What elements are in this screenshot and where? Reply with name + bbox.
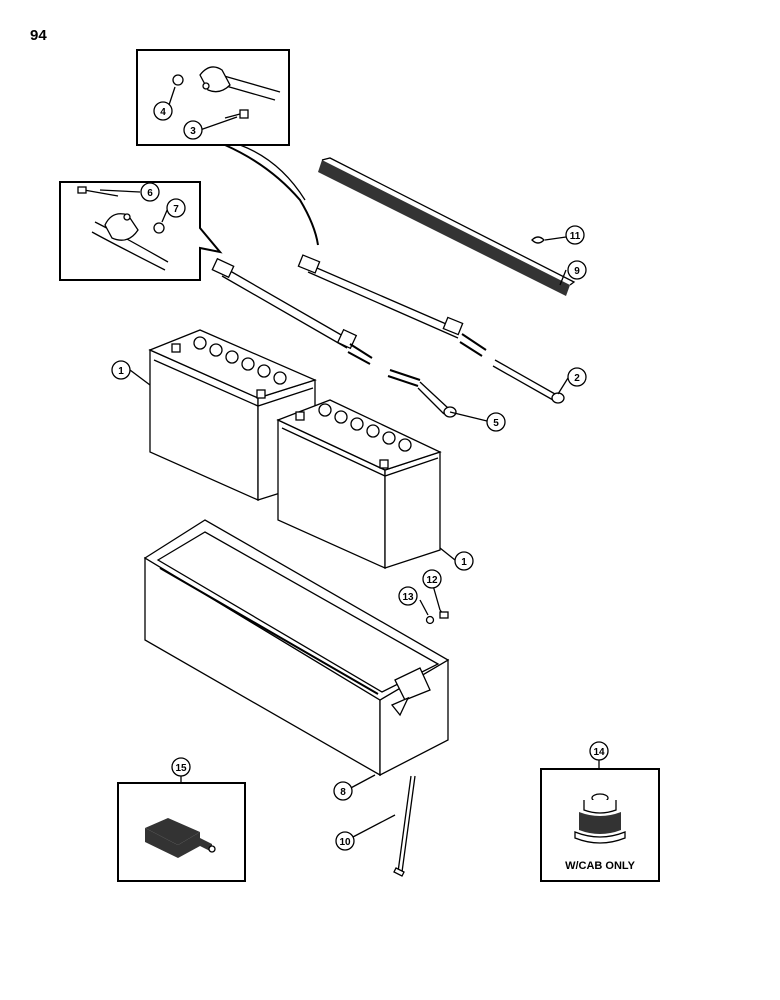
cab-only-label: W/CAB ONLY	[565, 860, 636, 872]
callout-11: 11	[565, 225, 585, 245]
svg-text:15: 15	[175, 763, 187, 774]
callouts: 4 3 6 7 1 2 5 1	[111, 101, 609, 851]
callout-2: 2	[567, 367, 587, 387]
callout-9: 9	[567, 260, 587, 280]
svg-text:2: 2	[574, 373, 580, 384]
callout-13: 13	[398, 586, 418, 606]
callout-15: 15	[171, 757, 191, 777]
svg-text:14: 14	[593, 747, 605, 758]
hold-down-rod	[393, 775, 416, 877]
callout-12: 12	[422, 569, 442, 589]
page-number: 94	[30, 27, 47, 44]
cable-short-2	[492, 359, 565, 404]
svg-text:9: 9	[574, 266, 580, 277]
svg-text:1: 1	[118, 366, 124, 377]
callout-14: 14	[589, 741, 609, 761]
callout-7: 7	[166, 198, 186, 218]
svg-text:3: 3	[190, 126, 196, 137]
wing-nut	[531, 236, 545, 244]
callout-5: 5	[486, 412, 506, 432]
bolt-nut-12-13	[425, 609, 449, 625]
leader-lines	[99, 86, 600, 839]
cable-short-5	[387, 369, 457, 418]
callout-8: 8	[333, 781, 353, 801]
hold-down-strap	[318, 157, 576, 296]
svg-text:7: 7	[173, 204, 179, 215]
callout-1a: 1	[111, 360, 131, 380]
svg-text:10: 10	[339, 837, 351, 848]
inset-14-cab-only: W/CAB ONLY	[540, 768, 660, 882]
svg-text:4: 4	[160, 107, 166, 118]
inset-mid-clamp	[59, 181, 223, 281]
svg-text:13: 13	[402, 592, 414, 603]
callout-1b: 1	[454, 551, 474, 571]
svg-text:1: 1	[461, 557, 467, 568]
callout-10: 10	[335, 831, 355, 851]
callout-4: 4	[153, 101, 173, 121]
callout-6: 6	[140, 182, 160, 202]
svg-text:5: 5	[493, 418, 499, 429]
battery-tray	[143, 519, 450, 777]
svg-text:6: 6	[147, 188, 153, 199]
svg-text:11: 11	[570, 231, 581, 242]
inset-top-clamp	[136, 49, 319, 246]
callout-3: 3	[183, 120, 203, 140]
battery-cable-right	[297, 254, 487, 357]
svg-text:12: 12	[426, 575, 438, 586]
svg-text:8: 8	[340, 787, 346, 798]
battery-cable-left	[211, 257, 373, 365]
battery-front	[276, 399, 442, 570]
inset-15-connector	[117, 782, 246, 882]
